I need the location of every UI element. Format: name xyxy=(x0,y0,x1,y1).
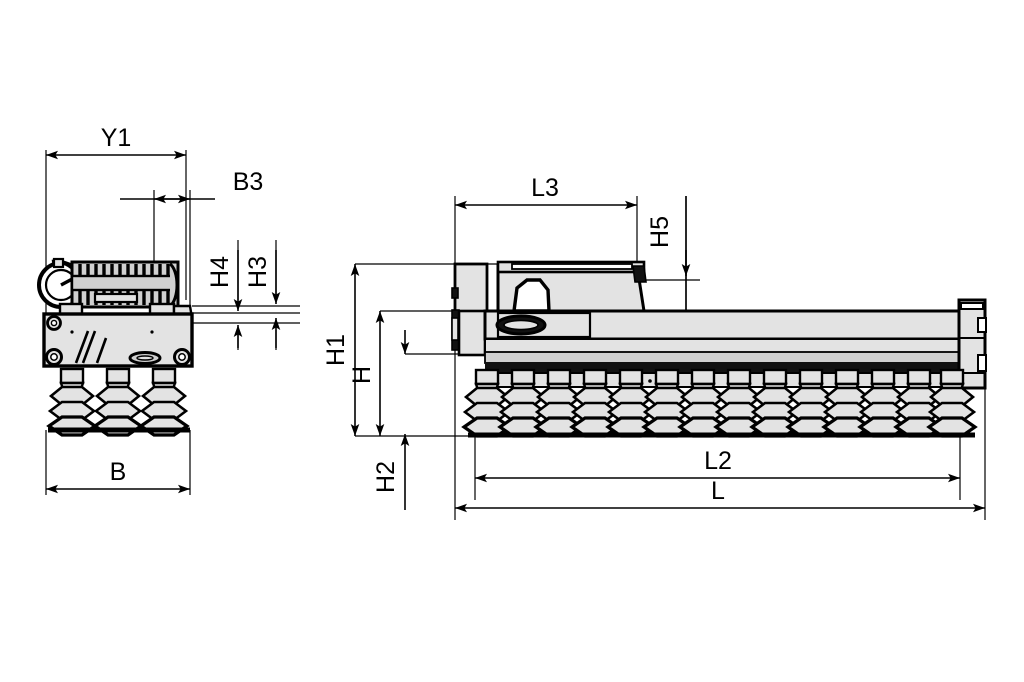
dimension-B3: B3 xyxy=(120,168,264,204)
dimension-label-H5: H5 xyxy=(646,216,674,248)
dimension-L: L xyxy=(455,477,985,513)
side-view-end-bracket xyxy=(451,262,489,357)
front-view-body xyxy=(42,312,194,368)
dimension-B: B xyxy=(46,458,190,494)
front-view-suction-cups xyxy=(47,367,190,437)
dimension-label-H1: H1 xyxy=(322,334,350,366)
dimension-label-H: H xyxy=(348,366,376,384)
side-view: L3 H5 H1 H H2 xyxy=(322,174,987,520)
side-view-suction-cups xyxy=(462,368,977,438)
dimension-label-H2: H2 xyxy=(372,461,400,493)
side-view-port xyxy=(495,311,592,339)
dimension-H3: H3 xyxy=(244,250,281,348)
dimension-label-Y1: Y1 xyxy=(101,124,132,152)
dimension-H4: H4 xyxy=(206,250,243,348)
front-view-manifold xyxy=(70,260,180,309)
dimension-label-L: L xyxy=(711,477,725,505)
dimension-label-B: B xyxy=(110,458,127,486)
dimension-L2: L2 xyxy=(475,447,960,483)
dimension-label-L3: L3 xyxy=(531,174,559,202)
dimension-label-L2: L2 xyxy=(704,447,732,475)
dimension-H2: H2 xyxy=(372,330,410,510)
dimension-label-B3: B3 xyxy=(233,168,264,196)
side-view-cover xyxy=(496,260,647,313)
dimension-label-H4: H4 xyxy=(206,256,234,288)
dimension-label-H3: H3 xyxy=(244,256,272,288)
dimension-H1: H1 xyxy=(322,264,360,436)
dimension-Y1: Y1 xyxy=(46,124,186,160)
dimension-L3: L3 xyxy=(455,174,637,210)
front-view: Y1 B3 H4 H3 xyxy=(37,124,300,495)
dimension-H: H xyxy=(348,311,385,436)
